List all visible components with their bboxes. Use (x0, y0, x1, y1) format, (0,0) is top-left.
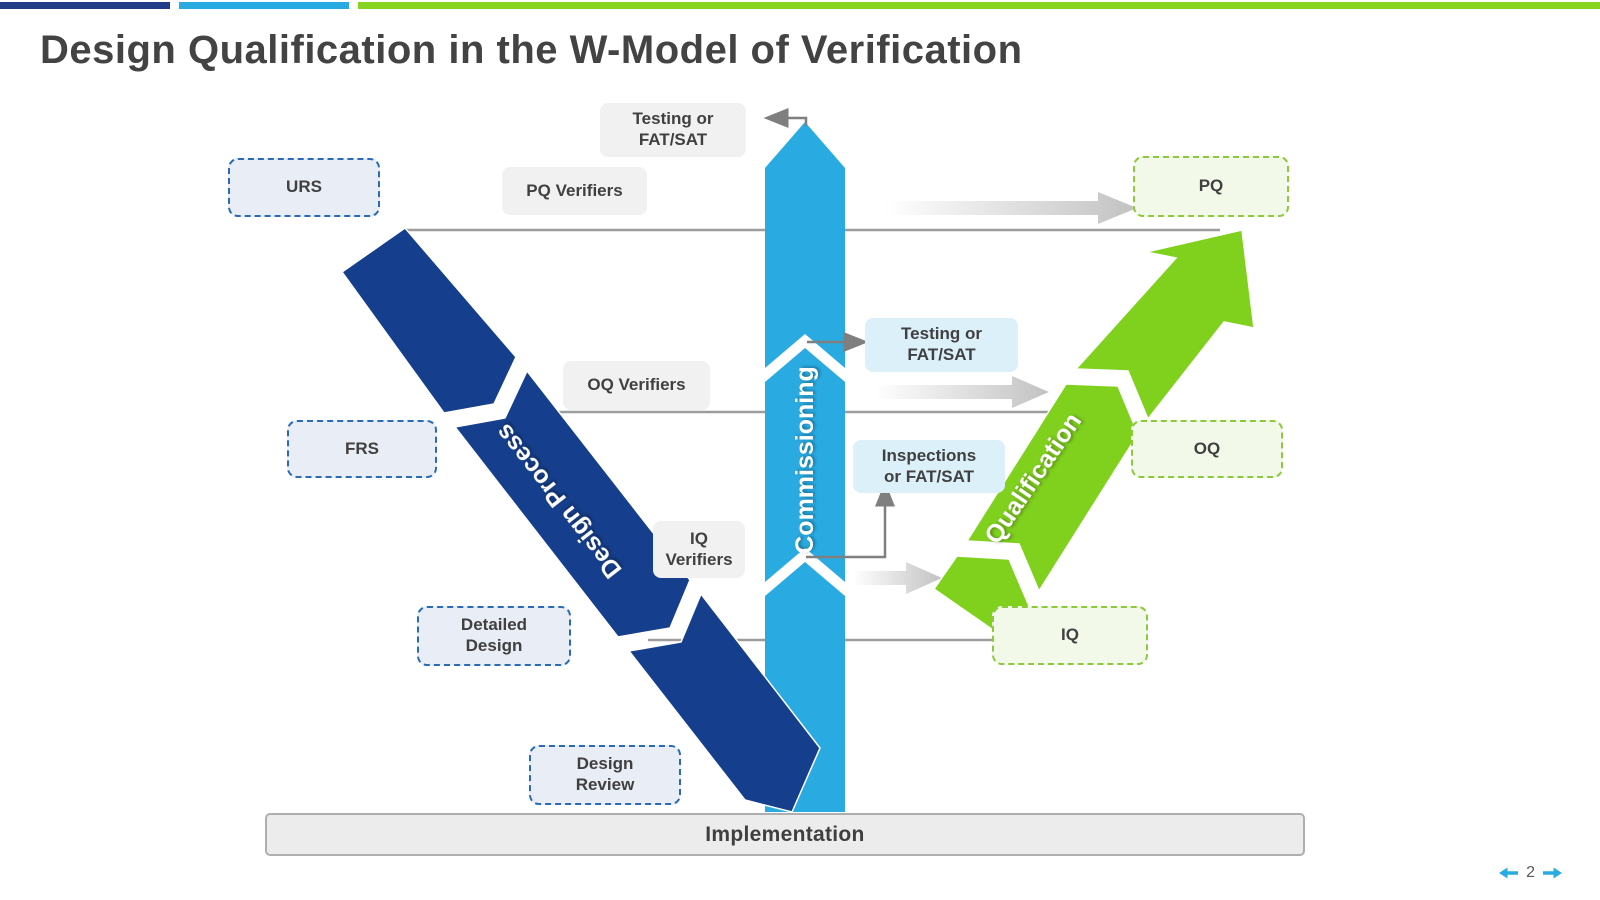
testing-fat-sat-top-box: Testing or FAT/SAT (600, 103, 746, 157)
frs-box: FRS (287, 420, 437, 478)
flow-arrow-pq (885, 192, 1137, 224)
implementation-bar: Implementation (265, 813, 1305, 856)
testing-fat-sat-mid-label: Testing or FAT/SAT (901, 324, 982, 364)
iq-box: IQ (992, 606, 1148, 665)
design-process-segment-bottom (627, 592, 821, 813)
connector-to-inspections (806, 481, 895, 559)
design-process-arrow (340, 226, 821, 813)
urs-box: URS (228, 158, 380, 217)
inspections-fat-sat-box: Inspections or FAT/SAT (853, 440, 1005, 493)
inspections-fat-sat-label: Inspections or FAT/SAT (881, 445, 977, 486)
commissioning-segment-mid (765, 348, 845, 582)
frs-label: FRS (345, 438, 379, 458)
pq-verifiers-box: PQ Verifiers (502, 167, 647, 215)
oq-verifiers-box: OQ Verifiers (563, 361, 710, 410)
iq-label: IQ (1061, 625, 1079, 645)
design-review-box: Design Review (529, 745, 681, 805)
pq-box: PQ (1133, 156, 1289, 217)
pq-label: PQ (1198, 176, 1224, 196)
next-page-icon[interactable] (1543, 867, 1562, 879)
detailed-design-label: Detailed Design (460, 615, 528, 655)
top-accent-bars (0, 2, 1600, 9)
oq-verifiers-label: OQ Verifiers (587, 375, 686, 395)
oq-box: OQ (1131, 420, 1283, 478)
flow-arrow-oq (875, 376, 1049, 408)
testing-fat-sat-top-label: Testing or FAT/SAT (632, 109, 714, 149)
accent-bar-green (358, 2, 1600, 9)
detailed-design-box: Detailed Design (417, 606, 571, 666)
pq-verifiers-label: PQ Verifiers (526, 180, 623, 200)
flow-arrow-iq (853, 562, 942, 594)
connector-to-testing-top (763, 108, 808, 128)
testing-fat-sat-mid-box: Testing or FAT/SAT (865, 318, 1018, 372)
page-footer: 2 (1499, 864, 1562, 882)
iq-verifiers-label: IQ Verifiers (665, 528, 733, 569)
design-process-segment-top (340, 226, 517, 414)
implementation-label: Implementation (705, 822, 865, 846)
elbow-connectors (763, 108, 895, 559)
accent-bar-blue (0, 2, 170, 9)
accent-bar-cyan (179, 2, 349, 9)
prev-page-icon[interactable] (1499, 867, 1519, 879)
page-number: 2 (1526, 864, 1535, 881)
design-review-label: Design Review (575, 754, 635, 794)
qualification-segment-head (1074, 229, 1255, 421)
urs-label: URS (286, 177, 322, 197)
commissioning-segment-top (765, 122, 845, 368)
page-title: Design Qualification in the W-Model of V… (40, 28, 1023, 72)
oq-label: OQ (1193, 438, 1221, 458)
design-process-segment-mid (453, 369, 691, 638)
iq-verifiers-box: IQ Verifiers (653, 521, 745, 578)
flow-arrows (853, 192, 1137, 594)
commissioning-label: Commissioning (791, 366, 819, 554)
